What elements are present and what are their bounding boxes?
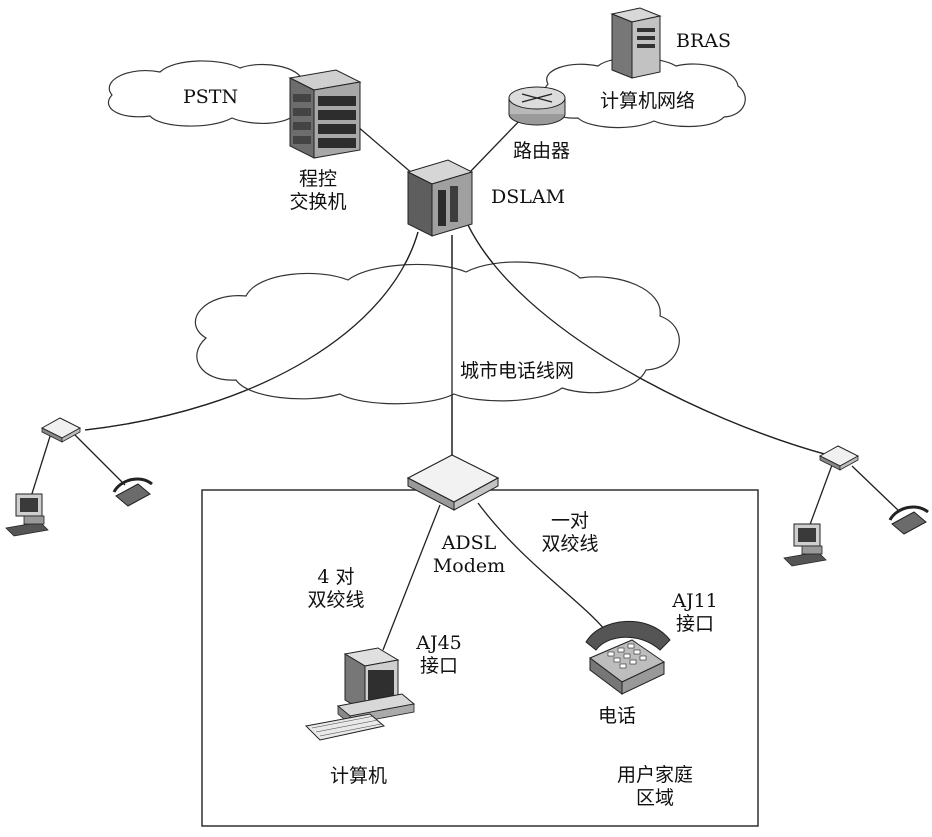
adsl-modem-label-line2: Modem: [432, 555, 506, 577]
phone-label: 电话: [598, 705, 637, 727]
switch-label-line1: 程控: [298, 168, 337, 190]
home-area-label-line1: 用户家庭: [616, 764, 693, 786]
one-pair-label: 一对 双绞线: [532, 510, 608, 556]
four-pair-label-line1: 4 对: [317, 566, 355, 588]
city-phone-cloud: [194, 261, 680, 405]
one-pair-label-line2: 双绞线: [541, 533, 599, 555]
home-computer-icon: [304, 647, 416, 741]
dslam-icon: [406, 159, 474, 237]
right-computer-icon: [783, 523, 827, 567]
home-area-label: 用户家庭 区域: [600, 764, 710, 810]
link-right-node-phone: [851, 465, 901, 513]
link-right-node-pc: [807, 464, 833, 531]
left-phone-icon: [112, 477, 153, 507]
adsl-modem-icon: [406, 454, 500, 511]
aj45-label-line1: AJ45: [416, 632, 462, 654]
home-area-label-line2: 区域: [635, 787, 674, 809]
program-switch-icon: [288, 69, 362, 159]
aj11-label-line1: AJ11: [672, 590, 718, 612]
right-node-modem-icon: [818, 445, 860, 471]
pstn-label: PSTN: [183, 86, 239, 108]
computer-label: 计算机: [330, 765, 388, 787]
link-router-dslam: [469, 114, 526, 173]
computer-network-label: 计算机网络: [600, 90, 696, 112]
dslam-label: DSLAM: [491, 186, 566, 208]
link-left-node-phone: [71, 431, 126, 486]
link-modem-computer: [382, 504, 441, 651]
switch-label-line2: 交换机: [289, 191, 347, 213]
adsl-modem-label: ADSL Modem: [425, 532, 513, 578]
left-node-modem-icon: [40, 417, 82, 443]
bras-server-icon: [610, 7, 662, 79]
aj11-label-line2: 接口: [675, 613, 714, 635]
bras-label: BRAS: [676, 30, 732, 52]
four-pair-label-line2: 双绞线: [307, 589, 365, 611]
computer-network-cloud: [542, 57, 746, 129]
link-modem-phone: [477, 502, 606, 631]
link-left-node-pc: [29, 429, 53, 501]
right-phone-icon: [888, 505, 929, 535]
link-switch-dslam: [349, 119, 421, 181]
aj45-label: AJ45 接口: [408, 632, 470, 678]
router-icon: [508, 86, 566, 126]
home-phone-icon: [585, 620, 671, 695]
aj11-label: AJ11 接口: [664, 590, 726, 636]
router-label: 路由器: [513, 140, 571, 162]
city-phone-network-label: 城市电话线网: [460, 360, 575, 382]
one-pair-label-line1: 一对: [550, 510, 589, 532]
aj45-label-line2: 接口: [419, 655, 458, 677]
four-pair-label: 4 对 双绞线: [298, 566, 374, 612]
switch-label: 程控 交换机: [268, 168, 368, 214]
left-computer-icon: [5, 493, 49, 537]
adsl-modem-label-line1: ADSL: [441, 532, 497, 554]
